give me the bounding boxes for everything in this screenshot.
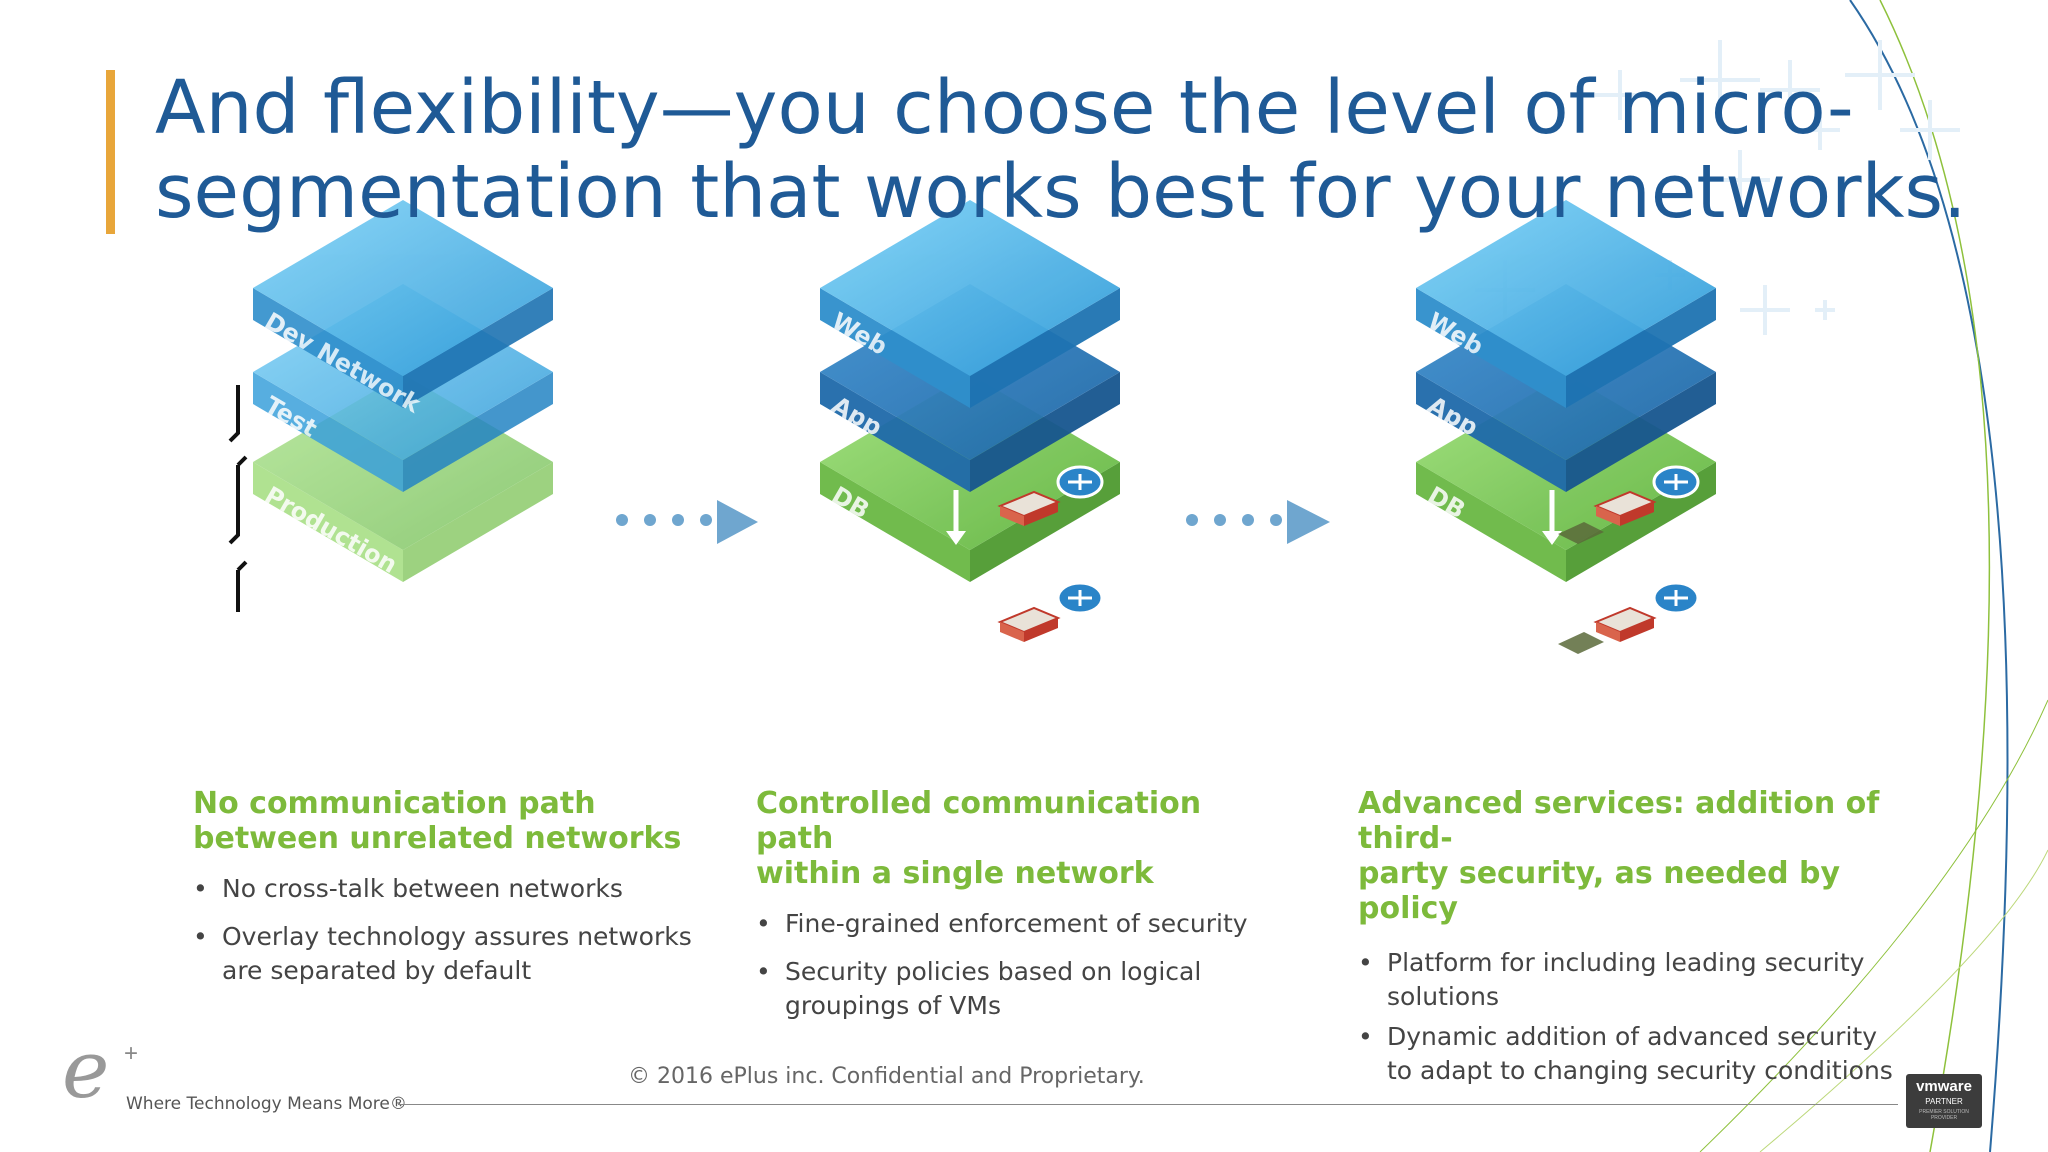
firewall-icon xyxy=(997,606,1061,642)
column-heading: Advanced services: addition of third- pa… xyxy=(1358,786,1918,926)
heading-line: between unrelated networks xyxy=(193,821,682,856)
column-heading: No communication path between unrelated … xyxy=(193,786,713,856)
title-line-2: segmentation that works best for your ne… xyxy=(155,149,1967,235)
column-no-communication: No communication path between unrelated … xyxy=(193,786,713,988)
eplus-logo-plus: + xyxy=(124,1040,139,1067)
router-icon xyxy=(1056,581,1104,615)
list-item: Platform for including leading security … xyxy=(1358,946,1918,1014)
isolation-barriers xyxy=(228,385,248,612)
dotted-arrow-icon xyxy=(616,500,758,544)
eplus-logo: e xyxy=(62,1023,110,1116)
heading-line: No communication path xyxy=(193,786,596,821)
title-accent-bar xyxy=(106,70,115,234)
bullet-line: Security policies based on logical xyxy=(785,957,1202,986)
heading-line: Advanced services: addition of third- xyxy=(1358,786,1880,856)
down-arrow-icon xyxy=(1542,600,1562,655)
copyright-notice: © 2016 ePlus inc. Confidential and Propr… xyxy=(628,1064,1145,1089)
bullet-line: to adapt to changing security conditions xyxy=(1387,1056,1893,1085)
dotted-arrow-icon xyxy=(1186,500,1330,544)
column-controlled-path: Controlled communication path within a s… xyxy=(756,786,1276,1023)
firewall-icon xyxy=(1593,490,1657,526)
list-item: Overlay technology assures networks are … xyxy=(193,920,713,988)
page-title: And flexibility—you choose the level of … xyxy=(155,65,1967,235)
badge-tier: PREMIER SOLUTION PROVIDER xyxy=(1919,1109,1969,1121)
column-heading: Controlled communication path within a s… xyxy=(756,786,1276,891)
heading-line: party security, as needed by policy xyxy=(1358,856,1841,926)
bullet-line: Platform for including leading security xyxy=(1387,948,1865,977)
title-line-1: And flexibility—you choose the level of … xyxy=(155,65,1854,151)
router-icon xyxy=(1652,465,1700,499)
bullet-line: Overlay technology assures networks xyxy=(222,922,692,951)
bullet-list: Fine-grained enforcement of security Sec… xyxy=(756,907,1276,1023)
firewall-icon xyxy=(997,490,1061,526)
bullet-line: solutions xyxy=(1387,982,1500,1011)
bullet-line: Dynamic addition of advanced security xyxy=(1387,1022,1877,1051)
vmware-partner-badge: vmware PARTNER PREMIER SOLUTION PROVIDER xyxy=(1906,1074,1982,1128)
third-party-appliance-icon xyxy=(1558,522,1604,544)
bullet-list: No cross-talk between networks Overlay t… xyxy=(193,872,713,988)
router-icon xyxy=(1652,581,1700,615)
down-arrow-icon xyxy=(946,490,966,545)
down-arrow-icon xyxy=(1542,490,1562,545)
network-layer: Web xyxy=(1416,200,1716,408)
heading-line: Controlled communication path xyxy=(756,786,1202,856)
bullet-list: Platform for including leading security … xyxy=(1358,946,1918,1088)
network-layer: Web xyxy=(820,200,1120,408)
list-item: Security policies based on logical group… xyxy=(756,955,1276,1023)
third-party-appliance-icon xyxy=(1558,632,1604,654)
list-item: Fine-grained enforcement of security xyxy=(756,907,1276,941)
badge-brand: vmware xyxy=(1916,1078,1972,1095)
list-item: Dynamic addition of advanced security to… xyxy=(1358,1020,1918,1088)
heading-line: within a single network xyxy=(756,856,1154,891)
list-item: No cross-talk between networks xyxy=(193,872,713,906)
background-decoration xyxy=(1475,0,2048,1152)
company-tagline: Where Technology Means More® xyxy=(126,1094,407,1114)
footer-divider xyxy=(398,1104,1898,1105)
firewall-icon xyxy=(1593,606,1657,642)
column-advanced-services: Advanced services: addition of third- pa… xyxy=(1358,786,1918,1088)
badge-partner: PARTNER xyxy=(1925,1097,1963,1106)
bullet-line: are separated by default xyxy=(222,956,532,985)
bullet-line: groupings of VMs xyxy=(785,991,1001,1020)
router-icon xyxy=(1056,465,1104,499)
down-arrow-icon xyxy=(946,600,966,655)
